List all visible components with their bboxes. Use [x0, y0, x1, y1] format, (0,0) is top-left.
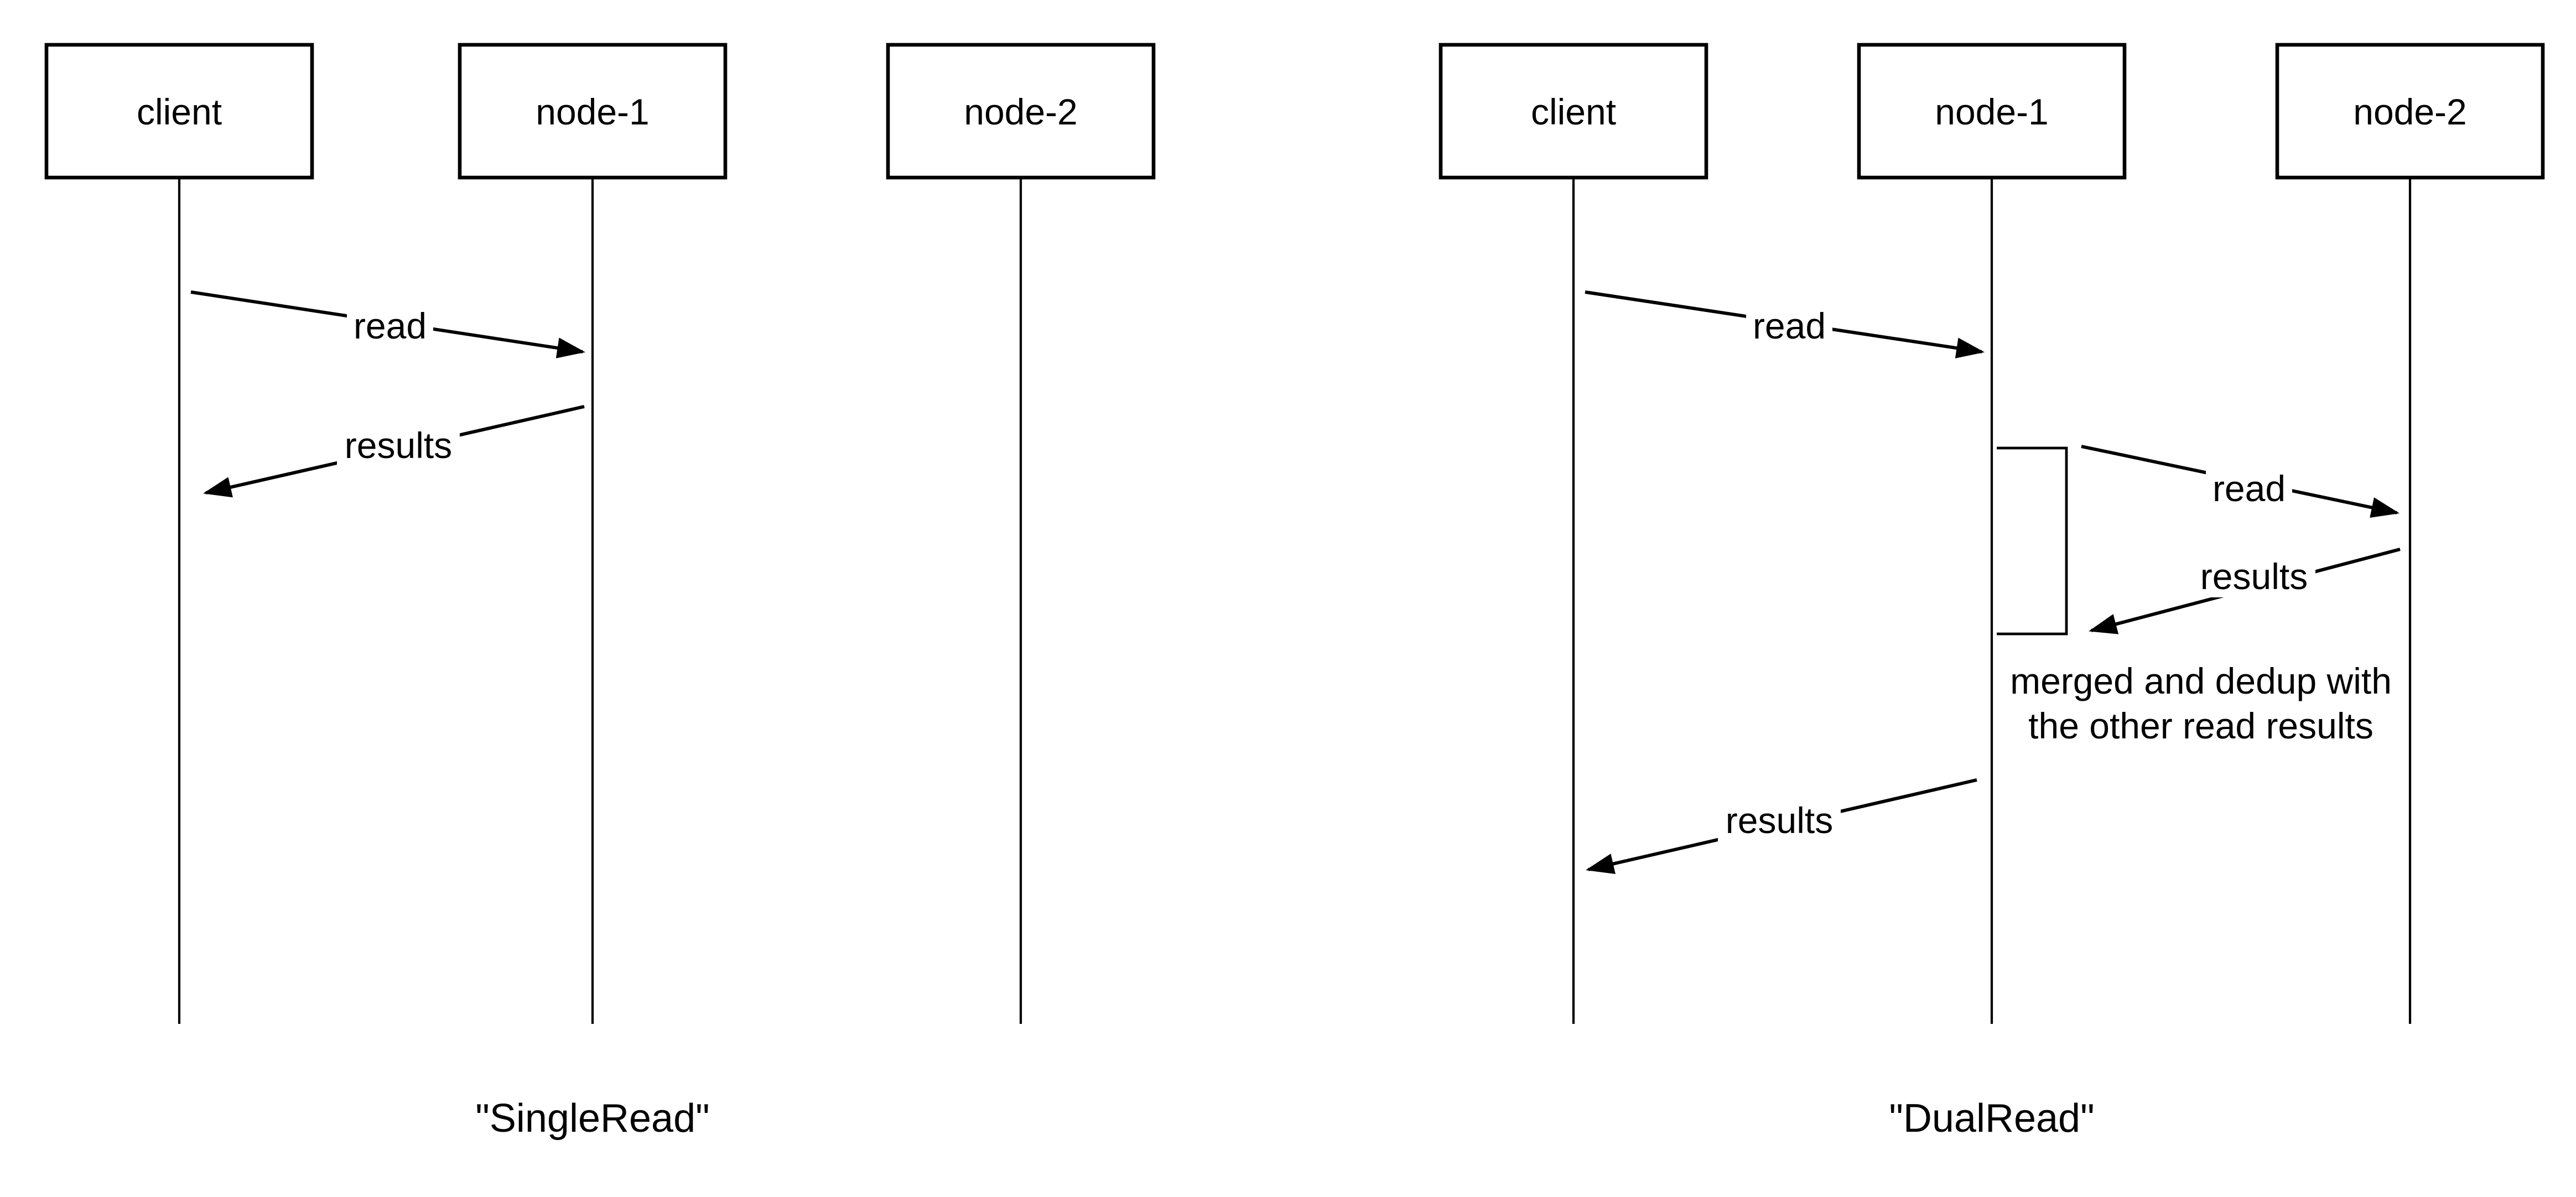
actor-box-client: client: [44, 43, 314, 180]
actor-box-node-2: node-2: [886, 43, 1156, 180]
message-read-client-to-node-1: read: [1585, 290, 1985, 358]
actor-label-node-2: node-2: [2353, 91, 2467, 132]
message-label: read: [354, 305, 427, 346]
actor-label-node-1: node-1: [1935, 91, 2049, 132]
annotation-merge-note: merged and dedup with the other read res…: [2010, 660, 2392, 746]
message-results-node-1-to-client: results: [1586, 778, 1977, 875]
message-label: results: [1726, 800, 1833, 841]
actor-box-node-1: node-1: [1857, 43, 2127, 180]
message-label: read: [2213, 468, 2286, 509]
annotation-line-2: the other read results: [2028, 705, 2374, 746]
actor-box-node-1: node-1: [458, 43, 728, 180]
actor-label-client: client: [137, 91, 222, 132]
actor-box-client: client: [1438, 43, 1708, 180]
message-results-node-1-to-client: results: [203, 405, 585, 498]
actor-box-node-2: node-2: [2275, 43, 2545, 180]
actor-label-node-1: node-1: [536, 91, 650, 132]
diagram-title-dualread: "DualRead": [1889, 1096, 2094, 1141]
message-read-client-to-node-1: read: [190, 290, 586, 358]
message-read-node-1-to-node-2: read: [2081, 445, 2400, 518]
message-results-node-2-to-node-1: results: [2089, 548, 2401, 634]
annotation-line-1: merged and dedup with: [2010, 660, 2392, 701]
diagram-singleread: client node-1 node-2 read results "Singl…: [44, 43, 1156, 1141]
activation-bracket-node-1: [1997, 446, 2068, 636]
actor-label-client: client: [1531, 91, 1616, 132]
diagram-title-singleread: "SingleRead": [475, 1096, 709, 1141]
message-label: read: [1753, 305, 1826, 346]
actor-label-node-2: node-2: [964, 91, 1078, 132]
diagram-dualread: client node-1 node-2 read read resu: [1438, 43, 2545, 1141]
message-label: results: [2200, 556, 2308, 597]
message-label: results: [345, 425, 452, 466]
